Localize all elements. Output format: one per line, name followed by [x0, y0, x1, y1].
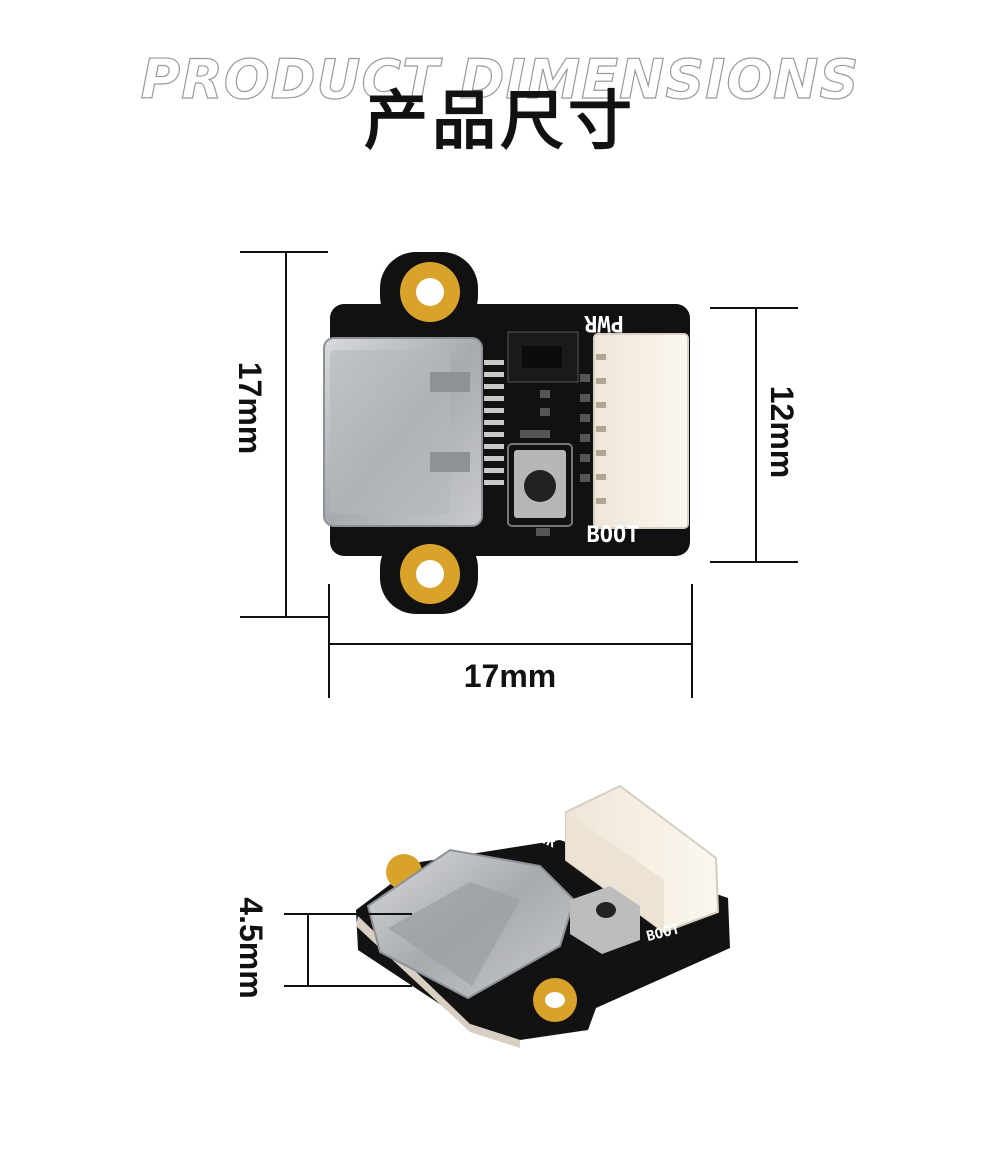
connector-height-dimension-label: 12mm	[764, 385, 800, 479]
width-dimension-label: 17mm	[463, 658, 557, 694]
height-dimension-label: 17mm	[232, 361, 268, 455]
pwr-silkscreen-label: PWR	[584, 310, 624, 335]
thickness-dimension-label: 4.5mm	[233, 897, 269, 999]
dimension-lines-top	[240, 251, 798, 698]
jst-connector	[593, 333, 689, 529]
page-title: 产品尺寸	[364, 85, 636, 159]
dimension-lines-side	[284, 913, 412, 987]
board-top-view	[323, 252, 690, 614]
boot-silkscreen-label: BOOT	[586, 523, 640, 548]
board-side-view	[356, 784, 730, 1048]
product-dimensions-watermark: PRODUCT DIMENSIONS	[140, 47, 860, 111]
